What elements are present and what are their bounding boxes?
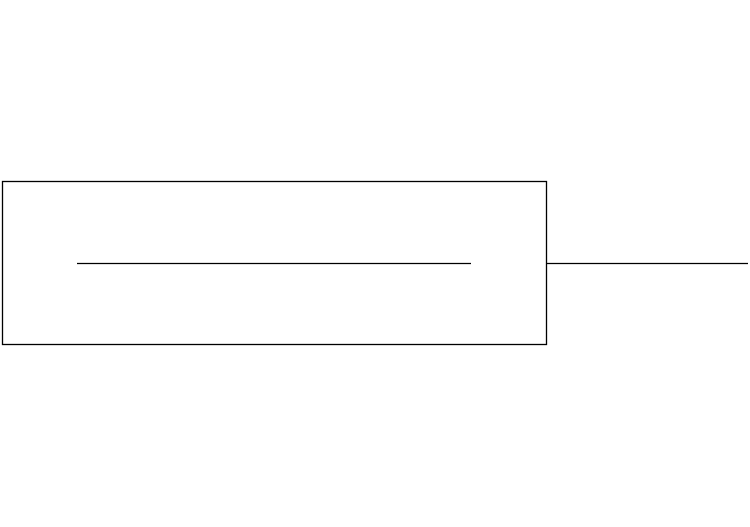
component-box [1,180,548,346]
